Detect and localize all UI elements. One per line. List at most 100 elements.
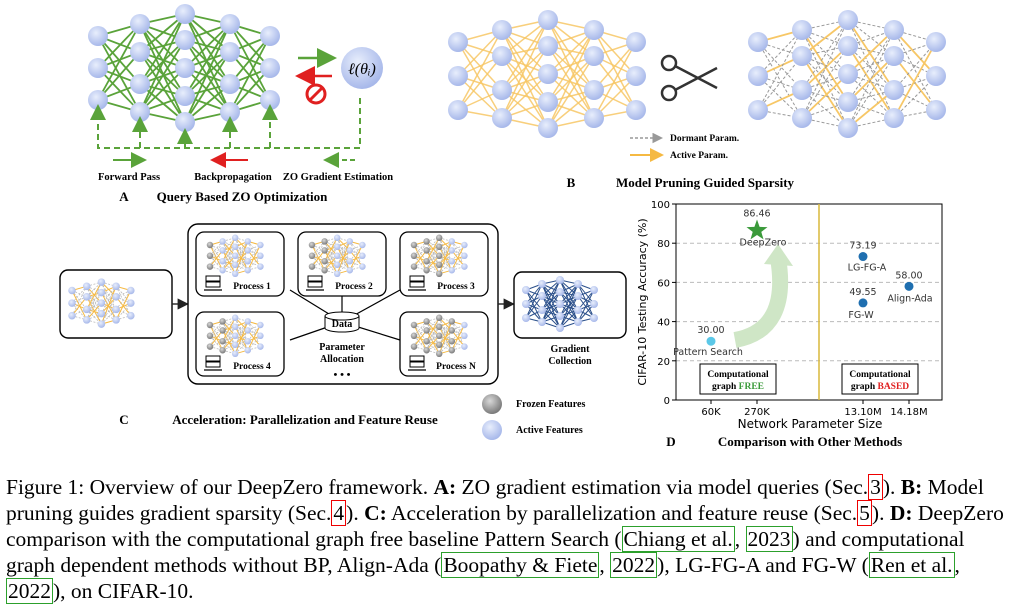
- network-edge: [541, 279, 561, 323]
- caption-text-d3: ), LG-FG-A and FG-W (: [657, 553, 869, 577]
- panel-b-letter: B: [567, 175, 576, 190]
- network-edge: [757, 29, 803, 111]
- network-edge: [336, 241, 351, 265]
- network-node: [231, 323, 239, 331]
- network-node: [231, 314, 239, 322]
- network-node: [321, 238, 328, 245]
- ref-link-1[interactable]: Chiang et al.: [621, 526, 735, 552]
- network-edge: [559, 283, 579, 329]
- network-b-sparse: [748, 10, 946, 138]
- network-node: [244, 238, 252, 245]
- network-edge: [247, 241, 261, 267]
- network-edge: [757, 55, 803, 111]
- network-edge: [541, 295, 561, 329]
- caption-fig: Figure 1:: [6, 475, 85, 499]
- network-edge: [547, 29, 595, 103]
- network-edge: [101, 313, 117, 321]
- network-edge: [413, 330, 427, 347]
- caption-text-d: DeepZero comparison with the computation…: [6, 501, 1004, 551]
- network-edge: [457, 41, 503, 119]
- network-edge: [234, 241, 249, 274]
- network-node: [556, 300, 564, 308]
- network-edge: [525, 289, 543, 323]
- improvement-arrow: [733, 256, 789, 348]
- network-node: [220, 102, 240, 122]
- network-node: [231, 243, 239, 251]
- network-node: [410, 343, 418, 350]
- based-box-line1: Computational: [849, 370, 911, 380]
- network-edge: [222, 237, 236, 262]
- network-node: [838, 118, 858, 138]
- network-edge: [222, 241, 236, 274]
- network-node: [244, 247, 252, 254]
- sec-link-a[interactable]: 3: [868, 474, 883, 500]
- network-node: [926, 66, 946, 86]
- network-node: [219, 318, 226, 325]
- network-node: [220, 42, 240, 62]
- network-edge: [547, 19, 595, 91]
- network-node: [97, 309, 106, 318]
- network-b-dense: [448, 10, 646, 138]
- network-edge: [100, 286, 117, 325]
- network-node: [423, 266, 430, 274]
- network-edge: [525, 303, 543, 323]
- network-node: [448, 100, 468, 120]
- sec-link-b[interactable]: 4: [331, 500, 347, 526]
- network-edge: [541, 279, 561, 297]
- network-node: [244, 346, 252, 354]
- network-edge: [234, 317, 249, 342]
- network-edge: [139, 51, 186, 97]
- caption-text-a: ZO gradient estimation via model queries…: [456, 475, 869, 499]
- network-edge: [184, 39, 231, 85]
- network-a: [88, 4, 280, 132]
- network-edge: [541, 295, 561, 317]
- network-edge: [222, 246, 236, 271]
- network-edge: [86, 285, 102, 293]
- network-edge: [893, 29, 937, 111]
- network-edge: [426, 237, 440, 271]
- caption-text-a2: ).: [882, 475, 901, 499]
- caption-b: B:: [900, 475, 923, 499]
- network-node: [244, 257, 252, 265]
- network-edge: [86, 296, 102, 325]
- x-tick-label: 270K: [744, 407, 770, 418]
- sec-link-c[interactable]: 5: [857, 500, 872, 526]
- ref-year-3[interactable]: 2022: [6, 578, 53, 604]
- network-node: [175, 86, 195, 106]
- ref-link-2[interactable]: Boopathy & Fiete: [441, 552, 600, 578]
- network-edge: [324, 237, 338, 262]
- network-edge: [457, 29, 503, 111]
- server-icon: [408, 355, 426, 371]
- network-node: [308, 252, 316, 260]
- panel-c-title: Acceleration: Parallelization and Featur…: [172, 412, 438, 427]
- network-edge: [577, 303, 595, 323]
- network-node: [538, 318, 546, 326]
- network-edge: [541, 303, 561, 323]
- network-node: [410, 252, 418, 260]
- network-edge: [97, 23, 141, 69]
- network-node: [538, 292, 546, 300]
- network-edge: [349, 241, 363, 267]
- network-edge: [438, 237, 453, 271]
- network-edge: [893, 41, 937, 119]
- network-edge: [71, 290, 87, 298]
- point-value-label: 30.00: [697, 325, 724, 336]
- active-node-icon: [482, 420, 502, 440]
- point-deepzero: [746, 219, 768, 240]
- ref-link-3[interactable]: Ren et al.: [868, 552, 955, 578]
- network-node: [219, 346, 226, 354]
- network-node: [308, 263, 316, 270]
- network-node: [492, 20, 512, 40]
- ref-year-1[interactable]: 2023: [745, 526, 793, 552]
- network-node: [792, 80, 812, 100]
- panel-a-title: Query Based ZO Optimization: [157, 189, 329, 204]
- network-edge: [457, 75, 503, 119]
- network-edge: [336, 237, 351, 271]
- network-node: [538, 306, 546, 314]
- network-edge: [115, 290, 132, 310]
- ref-year-2[interactable]: 2022: [610, 552, 658, 578]
- improvement-arrow-head: [764, 244, 793, 266]
- process-label: Process 2: [335, 282, 373, 292]
- panel-c-letter: C: [119, 412, 128, 427]
- network-node: [626, 66, 646, 86]
